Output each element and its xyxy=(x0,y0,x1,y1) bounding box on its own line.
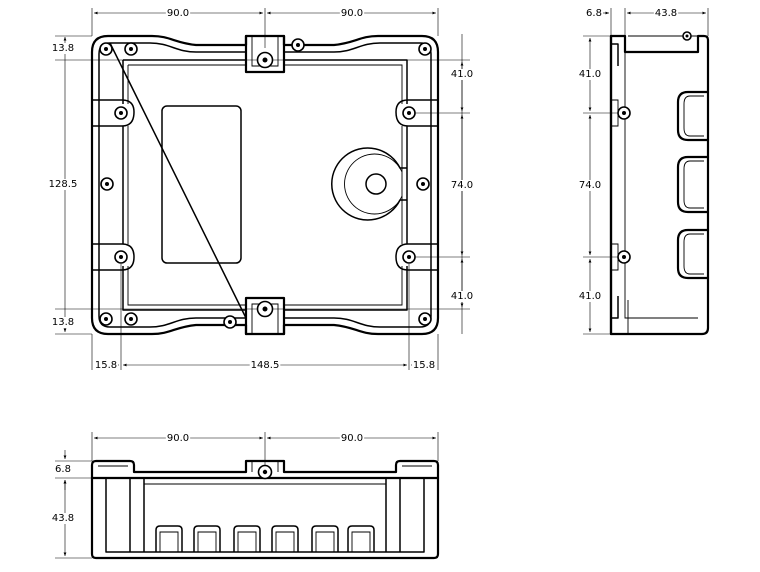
dim-side-top-small: 6.8 xyxy=(586,8,602,19)
top-view-left-upper-ear xyxy=(92,99,135,127)
front-view-glands xyxy=(155,525,375,552)
top-view-right-lower-ear xyxy=(395,243,438,271)
dim-right-mid: 74.0 xyxy=(451,180,473,191)
dim-side-left-bottom: 41.0 xyxy=(579,291,601,302)
dim-side-top-depth: 43.8 xyxy=(655,8,677,19)
front-view-flange xyxy=(90,459,440,480)
dim-left-top: 13.8 xyxy=(52,43,74,54)
top-view-bottom-tab xyxy=(244,296,286,336)
dim-front-left-depth: 43.8 xyxy=(52,513,74,524)
side-view-dimensions: 6.8 43.8 41.0 74.0 41.0 xyxy=(577,8,709,335)
front-view-body xyxy=(90,476,440,560)
dim-bottom-right: 15.8 xyxy=(413,360,435,371)
side-view-body xyxy=(609,34,710,336)
dim-right-bottom: 41.0 xyxy=(451,291,473,302)
dim-top-right: 90.0 xyxy=(341,8,363,19)
top-view-top-tab xyxy=(244,34,286,74)
dim-front-top-right: 90.0 xyxy=(341,433,363,444)
top-view-inner-wall xyxy=(122,59,408,311)
front-view: 90.0 90.0 6.8 43.8 xyxy=(50,432,440,560)
dim-bottom-left: 15.8 xyxy=(95,360,117,371)
dim-right-top: 41.0 xyxy=(451,69,473,80)
dim-side-left-mid: 74.0 xyxy=(579,180,601,191)
dim-front-left-small: 6.8 xyxy=(55,464,71,475)
dim-side-left-top: 41.0 xyxy=(579,69,601,80)
dim-left-total: 128.5 xyxy=(49,179,78,190)
side-view-gland-2 xyxy=(676,155,710,214)
dim-front-top-left: 90.0 xyxy=(167,433,189,444)
top-view-holes xyxy=(99,38,432,329)
top-view-cable-boss xyxy=(331,147,407,221)
side-view: 6.8 43.8 41.0 74.0 41.0 xyxy=(577,8,710,336)
dim-bottom-mid: 148.5 xyxy=(251,360,280,371)
top-view-right-upper-ear xyxy=(395,99,438,127)
side-view-gland-1 xyxy=(676,90,710,142)
top-view-boss-hole xyxy=(365,173,387,195)
top-view: 90.0 90.0 13.8 128.5 13.8 41.0 74.0 41.0… xyxy=(47,8,475,371)
side-view-gland-3 xyxy=(676,228,710,280)
top-view-outer-outline xyxy=(90,34,440,336)
top-view-left-lower-ear xyxy=(92,243,135,271)
dim-top-left: 90.0 xyxy=(167,8,189,19)
top-view-inner-wall-2 xyxy=(127,64,403,306)
dim-left-bottom: 13.8 xyxy=(52,317,74,328)
top-view-dimensions: 90.0 90.0 13.8 128.5 13.8 41.0 74.0 41.0… xyxy=(47,8,475,371)
top-view-label-window xyxy=(161,105,242,264)
top-view-flange-inner xyxy=(98,42,432,328)
front-view-dimensions: 90.0 90.0 6.8 43.8 xyxy=(50,432,439,559)
